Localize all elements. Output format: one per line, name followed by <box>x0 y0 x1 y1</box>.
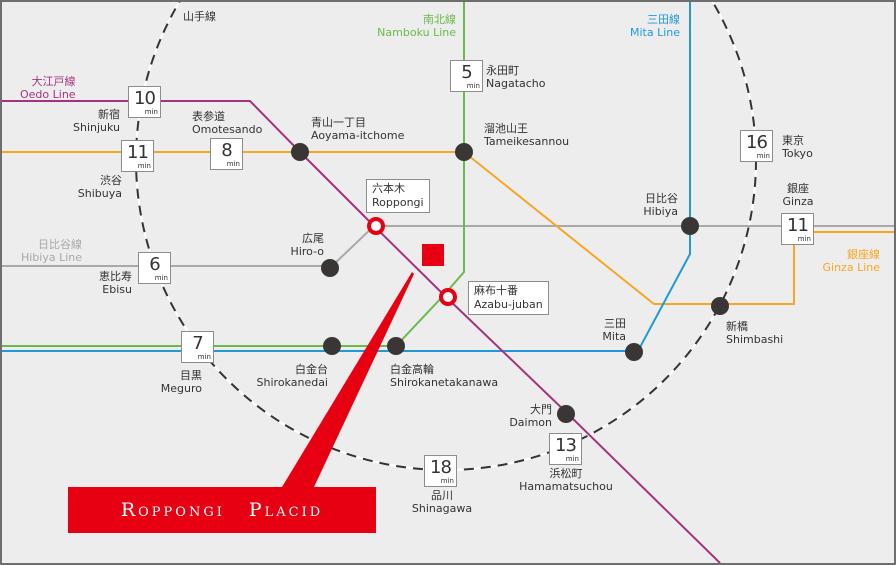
hibiya-line-label: 日比谷線 Hibiya Line <box>20 238 82 264</box>
yamanote-line <box>135 2 757 471</box>
yamanote-line-label: 山手線 <box>183 10 216 23</box>
azabujuban-station-marker <box>439 288 457 306</box>
mita-line <box>2 2 691 352</box>
banner-word-placid: Placid <box>248 499 324 521</box>
oedo-line-label: 大江戸線 Oedo Line <box>20 75 76 101</box>
hibiya-line <box>2 225 894 267</box>
roppongi-station-marker <box>367 217 385 235</box>
mita-line-label: 三田線 Mita Line <box>629 13 680 39</box>
ginza-line-label: 銀座線 Ginza Line <box>822 248 881 274</box>
station-dots <box>291 143 729 423</box>
banner-word-roppongi: Roppongi <box>120 499 225 521</box>
property-marker <box>422 244 444 266</box>
property-pointer <box>282 272 414 487</box>
namboku-line-label: 南北線 Namboku Line <box>377 13 456 39</box>
property-name-banner: Roppongi Placid <box>68 487 376 533</box>
